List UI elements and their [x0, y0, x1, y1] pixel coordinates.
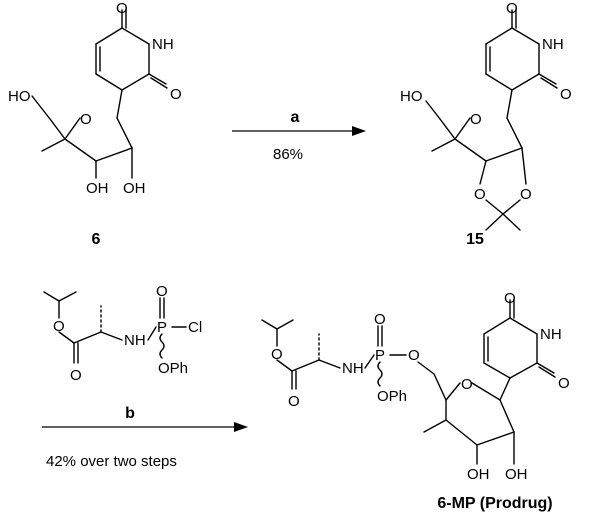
reagent-b: O O NH P O Cl OPh [43, 283, 202, 384]
atom-oh: OH [123, 180, 146, 197]
atom-o: O [116, 0, 128, 17]
atom-oph: OPh [377, 388, 407, 405]
atom-oh: OH [505, 466, 528, 483]
atom-p: P [157, 319, 167, 336]
atom-oph: OPh [158, 360, 188, 377]
step-label: b [125, 405, 135, 422]
atom-o: O [474, 186, 486, 203]
atom-ho: HO [400, 88, 423, 105]
compound-label-15: 15 [466, 231, 484, 248]
atom-nh: NH [124, 332, 146, 349]
compound-prodrug: O O NH P O O OPh O O NH O OH OH 6-MP (Pr… [261, 290, 570, 512]
atom-o: O [170, 86, 182, 103]
step-condition: 86% [273, 146, 303, 163]
step-a: a 86% [232, 109, 366, 163]
compound-label-6: 6 [92, 231, 101, 248]
compound-6: O NH O HO O OH OH 6 [8, 0, 182, 248]
atom-nh: NH [542, 36, 564, 53]
atom-p: P [375, 347, 385, 364]
step-b: b 42% over two steps [42, 405, 248, 470]
atom-o: O [288, 393, 300, 410]
atom-oh: OH [467, 466, 490, 483]
atom-o: O [156, 283, 168, 300]
atom-o: O [560, 86, 572, 103]
compound-label-prodrug: 6-MP (Prodrug) [437, 495, 552, 512]
atom-ring-o: O [470, 111, 482, 128]
atom-ho: HO [8, 88, 31, 105]
atom-cl: Cl [188, 319, 202, 336]
atom-nh: NH [342, 360, 364, 377]
atom-ring-o: O [80, 111, 92, 128]
atom-o: O [53, 318, 65, 335]
atom-ring-o: O [461, 376, 473, 393]
atom-o: O [520, 186, 532, 203]
atom-o: O [504, 290, 516, 307]
atom-o: O [70, 367, 82, 384]
atom-oh: OH [86, 180, 109, 197]
atom-o: O [408, 347, 420, 364]
step-condition: 42% over two steps [46, 453, 177, 470]
atom-o: O [374, 311, 386, 328]
atom-o: O [506, 0, 518, 17]
step-label: a [291, 109, 300, 126]
atom-nh: NH [540, 326, 562, 343]
atom-nh: NH [152, 36, 174, 53]
compound-15: O NH O HO O O O 15 [400, 0, 572, 248]
atom-o: O [558, 375, 570, 392]
atom-o: O [271, 346, 283, 363]
